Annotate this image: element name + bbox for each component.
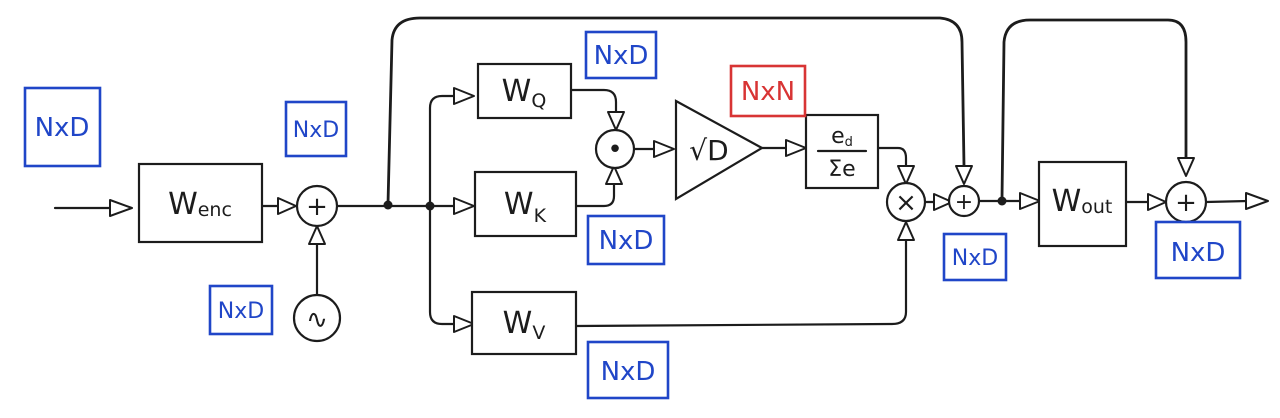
softmax-to-mul-line [876, 146, 908, 170]
wq-to-dot-line [569, 88, 618, 116]
op-add-residual2: + [1164, 180, 1208, 224]
arrow-wv-into-mul [897, 221, 915, 241]
arrow-into-scale [653, 140, 675, 158]
dim-input: NxD [23, 86, 102, 168]
junction-dot-residual1 [383, 200, 393, 210]
softmax-denominator: Σe [828, 157, 855, 182]
arrow-output [1245, 192, 1269, 210]
junction-dot-residual2 [997, 196, 1007, 206]
dim-res1-label: NxD [952, 246, 998, 271]
dim-input-label: NxD [35, 113, 90, 143]
arrow-wq-into-dot [607, 111, 625, 131]
arrowheads [109, 87, 1269, 333]
dim-q-label: NxD [594, 41, 649, 71]
block-w-k: WK [473, 170, 578, 238]
arrow-into-wq [453, 87, 475, 105]
dim-pos-enc: NxD [208, 284, 274, 336]
dim-output-label: NxD [1171, 238, 1226, 268]
arrow-into-add2 [1147, 193, 1167, 211]
block-softmax: ed Σe [804, 113, 880, 190]
op-dot-product-symbol: • [607, 135, 622, 165]
softmax-numerator: ed [831, 124, 853, 150]
arrow-softmax-into-mul [897, 165, 915, 185]
arrow-into-softmax [785, 139, 807, 157]
output-line [1204, 199, 1250, 204]
block-w-q: WQ [476, 62, 573, 120]
arrow-into-wv [453, 315, 475, 333]
dim-k: NxD [586, 214, 666, 266]
dim-after-pos-label: NxD [293, 118, 339, 143]
dim-v-label: NxD [601, 357, 656, 387]
block-w-v-label: WV [503, 306, 546, 344]
op-add-residual1: + [947, 184, 981, 218]
op-add-positional-symbol: + [306, 192, 328, 222]
op-add-residual1-symbol: + [955, 190, 973, 215]
block-w-enc-label: Wenc [168, 187, 232, 222]
dim-q: NxD [584, 30, 658, 80]
arrow-residual1-into-add1 [955, 165, 973, 185]
dim-k-label: NxD [599, 226, 654, 256]
block-w-out: Wout [1037, 160, 1128, 248]
block-w-q-label: WQ [502, 74, 547, 112]
block-scale-triangle: √D [674, 99, 765, 201]
op-positional-encoding-symbol: ∿ [306, 305, 328, 335]
dim-res1: NxD [942, 232, 1008, 282]
arrow-into-wout [1019, 192, 1041, 210]
arrow-into-add1 [933, 193, 953, 211]
connections [53, 16, 1250, 328]
arrow-into-wenc [109, 199, 133, 217]
op-add-residual2-symbol: + [1175, 188, 1197, 218]
arrow-wk-into-dot [605, 165, 623, 185]
block-w-enc: Wenc [137, 162, 264, 244]
block-w-k-label: WK [504, 187, 547, 227]
scale-label: √D [689, 134, 728, 167]
dim-pos-enc-label: NxD [218, 299, 264, 324]
arrow-into-add-pos [277, 197, 297, 215]
dim-after-pos: NxD [284, 100, 348, 158]
op-multiply-symbol: × [895, 188, 917, 218]
wv-to-mul-line [574, 238, 908, 328]
op-dot-product: • [594, 128, 636, 170]
op-positional-encoding: ∿ [292, 293, 342, 343]
residual-skip-line-1 [386, 16, 966, 206]
arrow-residual2-into-add2 [1177, 157, 1195, 177]
split-to-wq-line [428, 94, 458, 208]
wk-to-dot-line [574, 180, 616, 208]
op-multiply: × [885, 181, 927, 223]
residual-skip-line-2 [1000, 18, 1188, 201]
junction-dot-split [425, 201, 435, 211]
dim-output: NxD [1154, 220, 1242, 280]
dim-v: NxD [586, 340, 670, 400]
block-w-v: WV [470, 290, 578, 356]
split-to-wv-line [428, 204, 458, 326]
arrow-from-posenc [308, 225, 326, 245]
arrow-into-wk [453, 197, 475, 215]
dim-scores-label: NxN [741, 77, 795, 107]
dim-annotations: NxD NxD NxD NxD NxD NxN NxD NxD [23, 30, 1242, 400]
op-add-positional: + [295, 184, 339, 228]
block-w-out-label: Wout [1052, 184, 1113, 219]
dim-scores: NxN [729, 64, 807, 118]
